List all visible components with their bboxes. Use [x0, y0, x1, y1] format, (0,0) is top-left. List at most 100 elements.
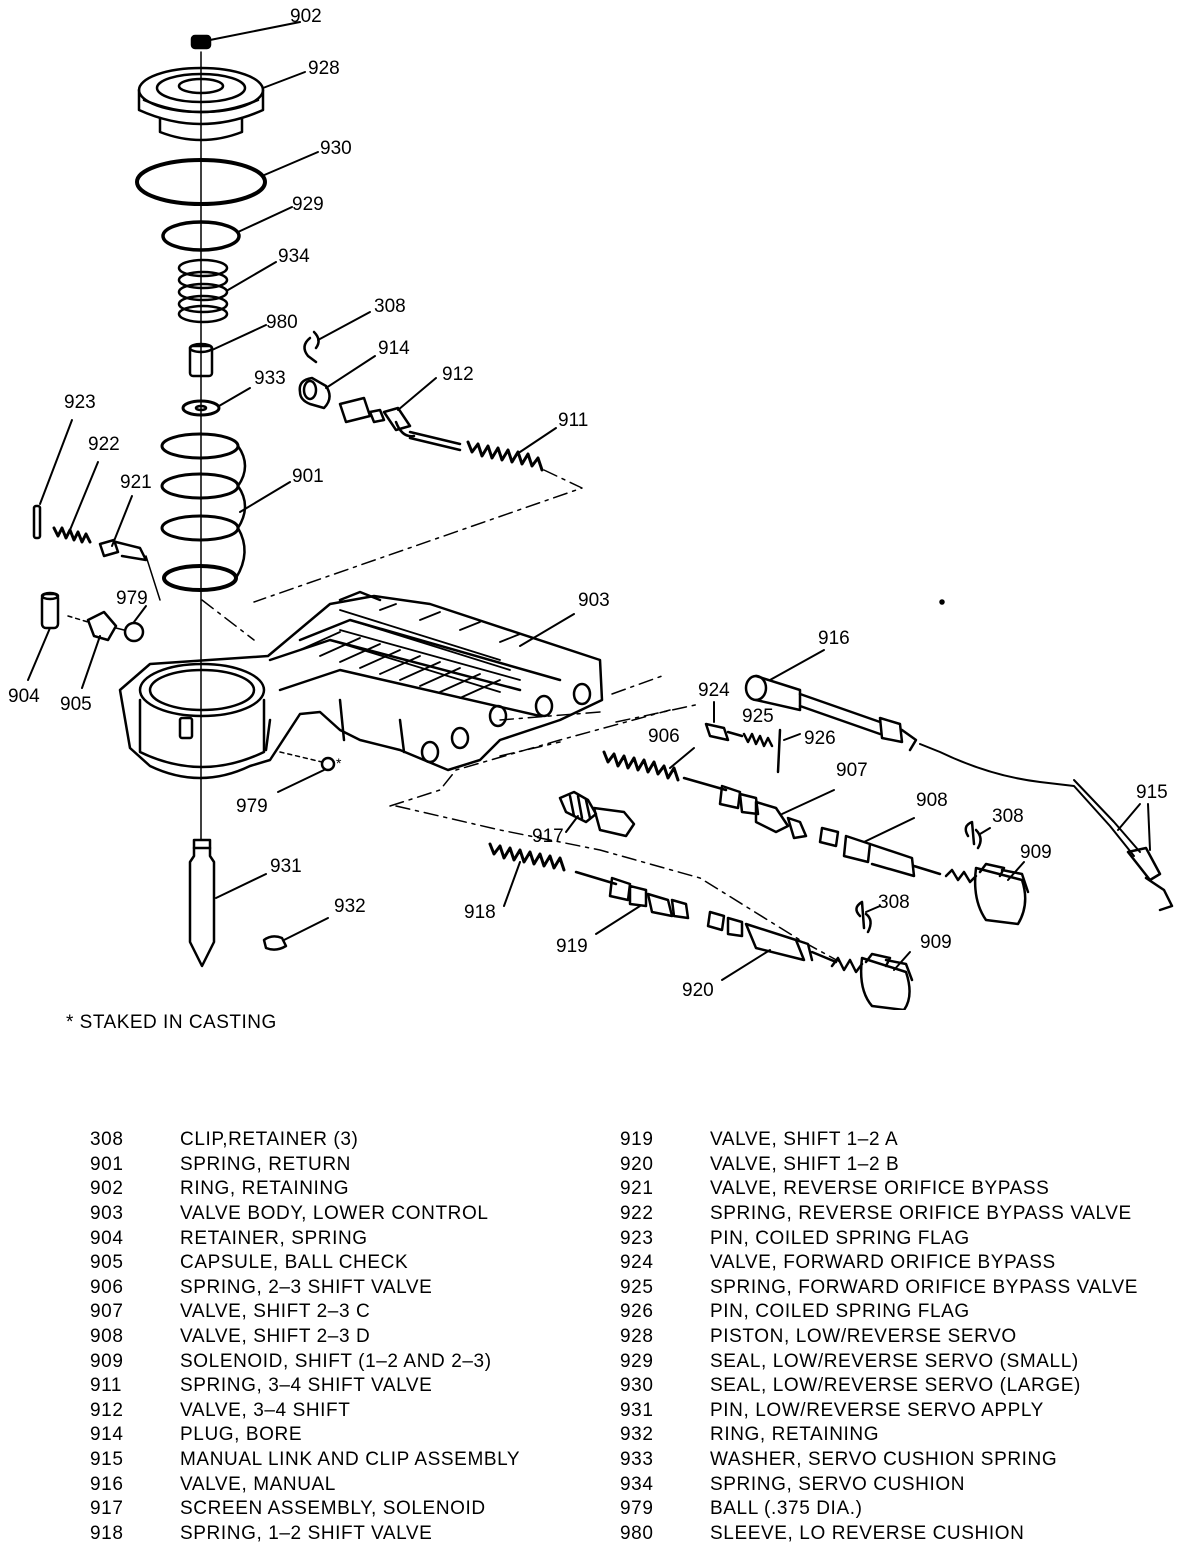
legend-part-description: RING, RETAINING — [710, 1424, 880, 1446]
legend-part-description: MANUAL LINK AND CLIP ASSEMBLY — [180, 1449, 521, 1471]
label-308-lower: 308 — [878, 892, 910, 913]
legend-part-description: SPRING, REVERSE ORIFICE BYPASS VALVE — [710, 1203, 1132, 1225]
legend-part-description: PISTON, LOW/REVERSE SERVO — [710, 1326, 1017, 1348]
legend-part-description: SPRING, 2–3 SHIFT VALVE — [180, 1276, 433, 1298]
legend-row: 928 PISTON, LOW/REVERSE SERVO — [620, 1325, 1184, 1350]
exploded-view-diagram: * 902 928 930 929 934 980 308 914 912 91… — [8, 6, 1174, 1010]
legend-row: 909 SOLENOID, SHIFT (1–2 AND 2–3) — [90, 1349, 670, 1374]
label-930: 930 — [320, 138, 352, 159]
legend-part-description: VALVE, SHIFT 1–2 B — [710, 1153, 900, 1175]
legend-part-number: 901 — [90, 1153, 124, 1175]
label-914: 914 — [378, 338, 410, 359]
label-904: 904 — [8, 686, 40, 707]
legend-part-number: 930 — [620, 1375, 654, 1397]
label-911: 911 — [558, 410, 588, 431]
label-908: 908 — [916, 790, 948, 811]
label-917: 917 — [532, 826, 564, 847]
part-904-retainer — [27, 591, 60, 681]
legend-part-number: 918 — [90, 1522, 124, 1544]
legend-part-description: VALVE, 3–4 SHIFT — [180, 1399, 351, 1421]
part-905-capsule — [67, 610, 118, 689]
part-979-ball-lower — [277, 751, 336, 793]
label-979-lower: 979 — [236, 796, 268, 817]
label-308-middle: 308 — [992, 806, 1024, 827]
legend-part-description: VALVE, SHIFT 2–3 D — [180, 1326, 371, 1348]
legend-part-description: VALVE, SHIFT 2–3 C — [180, 1301, 371, 1323]
label-907: 907 — [836, 760, 868, 781]
legend-part-number: 917 — [90, 1498, 124, 1520]
label-926: 926 — [804, 728, 836, 749]
legend-part-number: 928 — [620, 1326, 654, 1348]
legend-part-description: RING, RETAINING — [180, 1178, 350, 1200]
label-933: 933 — [254, 368, 286, 389]
part-308-clip-lower — [855, 900, 881, 934]
label-925: 925 — [742, 706, 774, 727]
part-930-seal-large — [135, 151, 319, 206]
legend-part-number: 925 — [620, 1276, 654, 1298]
legend-part-description: SPRING, 1–2 SHIFT VALVE — [180, 1522, 433, 1544]
part-922-spring — [52, 461, 99, 544]
label-903: 903 — [578, 590, 610, 611]
legend-part-number: 922 — [620, 1203, 654, 1225]
label-308-top: 308 — [374, 296, 406, 317]
part-914-bore-plug — [298, 355, 376, 410]
legend-part-description: SCREEN ASSEMBLY, SOLENOID — [180, 1498, 486, 1520]
legend-part-description: SEAL, LOW/REVERSE SERVO (SMALL) — [710, 1350, 1079, 1372]
legend-part-description: SPRING, 3–4 SHIFT VALVE — [180, 1375, 433, 1397]
legend-part-description: VALVE BODY, LOWER CONTROL — [180, 1203, 489, 1225]
legend-row: 917 SCREEN ASSEMBLY, SOLENOID — [90, 1497, 670, 1522]
legend-row: 929 SEAL, LOW/REVERSE SERVO (SMALL) — [620, 1349, 1184, 1374]
legend-part-number: 906 — [90, 1276, 124, 1298]
part-929-seal-small — [161, 206, 293, 252]
part-906-spring-2-3 — [602, 747, 695, 782]
staked-asterisk: * — [336, 755, 342, 771]
label-906: 906 — [648, 726, 680, 747]
legend-part-description: SOLENOID, SHIFT (1–2 AND 2–3) — [180, 1350, 492, 1372]
part-915-manual-link — [919, 743, 1174, 912]
label-901: 901 — [292, 466, 324, 487]
part-921-valve — [98, 495, 161, 601]
valve-body-channels — [299, 603, 521, 699]
legend-part-description: VALVE, SHIFT 1–2 A — [710, 1129, 899, 1151]
part-980-sleeve — [188, 324, 267, 378]
part-308-clip-top — [303, 311, 371, 364]
label-980: 980 — [266, 312, 298, 333]
label-929: 929 — [292, 194, 324, 215]
legend-row: 906 SPRING, 2–3 SHIFT VALVE — [90, 1276, 670, 1301]
label-909-lower: 909 — [920, 932, 952, 953]
callout-labels: 902 928 930 929 934 980 308 914 912 911 … — [8, 6, 1168, 1001]
part-933-washer — [181, 387, 251, 417]
part-907-valve-2-3-c — [682, 776, 835, 840]
label-931: 931 — [270, 856, 302, 877]
legend-part-description: SPRING, RETURN — [180, 1153, 351, 1175]
legend-part-number: 909 — [90, 1350, 124, 1372]
legend-part-description: SLEEVE, LO REVERSE CUSHION — [710, 1522, 1025, 1544]
legend-part-description: PIN, LOW/REVERSE SERVO APPLY — [710, 1399, 1044, 1421]
part-931-apply-pin — [188, 838, 267, 968]
legend-part-number: 924 — [620, 1252, 654, 1274]
label-928: 928 — [308, 58, 340, 79]
label-902: 902 — [290, 6, 322, 27]
legend-part-number: 926 — [620, 1301, 654, 1323]
part-901-return-spring — [160, 432, 291, 592]
label-909-upper: 909 — [1020, 842, 1052, 863]
legend-part-description: VALVE, REVERSE ORIFICE BYPASS — [710, 1178, 1050, 1200]
part-919-valve-1-2-a — [574, 870, 690, 935]
legend-part-number: 905 — [90, 1252, 124, 1274]
part-903-valve-body — [118, 590, 604, 780]
legend-part-number: 911 — [90, 1375, 123, 1397]
part-928-piston — [137, 66, 306, 142]
legend-part-number: 929 — [620, 1350, 654, 1372]
legend-row: 901 SPRING, RETURN — [90, 1153, 670, 1178]
part-920-valve-1-2-b — [706, 910, 838, 981]
